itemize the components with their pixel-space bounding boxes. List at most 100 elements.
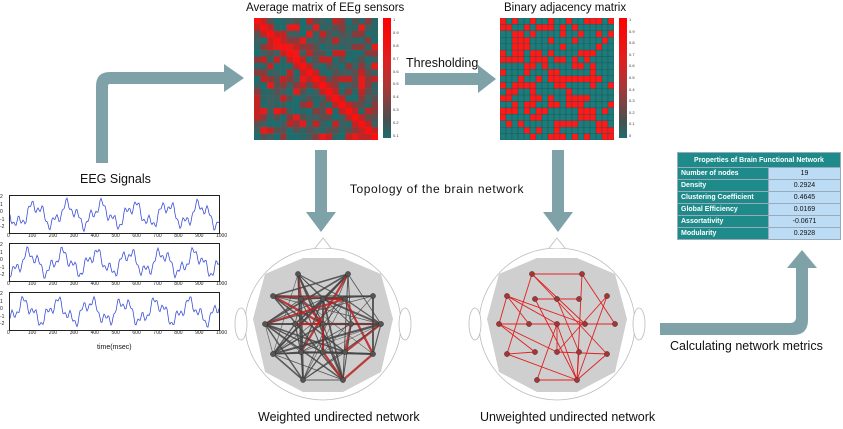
matrix-cell xyxy=(299,101,307,109)
matrix-cell xyxy=(517,18,525,25)
network-node xyxy=(574,377,580,383)
matrix-cell xyxy=(273,56,281,64)
matrix-cell xyxy=(293,43,300,51)
eeg-y-tick: -2 xyxy=(0,272,5,278)
matrix-cell xyxy=(595,127,603,134)
matrix-cell xyxy=(345,24,353,32)
matrix-cell xyxy=(547,88,555,96)
matrix-cell xyxy=(273,127,281,134)
matrix-cell xyxy=(571,62,579,70)
network-edge xyxy=(264,323,324,353)
eeg-x-tick: 900 xyxy=(195,330,204,336)
matrix-cell xyxy=(511,101,519,109)
matrix-cell xyxy=(345,127,353,134)
eeg-x-tick: 900 xyxy=(195,233,204,239)
matrix-cell xyxy=(541,43,549,51)
matrix-cell xyxy=(517,30,525,38)
matrix-cell xyxy=(338,30,346,38)
avg-matrix-colorbar xyxy=(383,18,391,138)
matrix-cell xyxy=(351,101,359,109)
property-value: 0.4645 xyxy=(768,191,841,204)
avg-matrix-title: Average matrix of EEg sensors xyxy=(246,2,405,14)
network-edge xyxy=(297,273,344,381)
matrix-cell xyxy=(529,127,537,134)
matrix-cell xyxy=(319,30,327,38)
matrix-cell xyxy=(583,88,591,96)
matrix-cell xyxy=(529,101,537,109)
matrix-cell xyxy=(541,62,549,70)
matrix-cell xyxy=(517,24,525,31)
property-name: Density xyxy=(677,179,769,192)
network-edge xyxy=(344,298,382,325)
matrix-cell xyxy=(565,133,573,140)
matrix-cell xyxy=(559,24,567,31)
matrix-cell xyxy=(332,37,340,44)
eeg-y-tick: 2 xyxy=(0,291,3,297)
matrix-cell xyxy=(589,127,597,134)
matrix-cell xyxy=(299,133,307,140)
matrix-cell xyxy=(541,69,549,76)
matrix-cell xyxy=(260,95,268,102)
matrix-cell xyxy=(286,50,294,57)
matrix-cell xyxy=(505,18,513,25)
down-arrow-unweighted xyxy=(543,150,573,232)
matrix-cell xyxy=(523,75,531,83)
network-node xyxy=(270,351,276,357)
matrix-cell xyxy=(559,94,567,102)
network-node xyxy=(300,377,306,383)
matrix-cell xyxy=(260,37,268,44)
matrix-cell xyxy=(553,101,561,109)
eeg-x-tick: 300 xyxy=(69,281,79,287)
property-name: Modularity xyxy=(677,227,769,240)
matrix-cell xyxy=(254,50,261,57)
matrix-cell xyxy=(607,18,614,25)
matrix-cell xyxy=(517,43,525,51)
matrix-cell xyxy=(260,62,268,70)
matrix-cell xyxy=(371,43,378,51)
matrix-cell xyxy=(523,69,531,76)
matrix-cell xyxy=(332,75,340,83)
matrix-cell xyxy=(565,37,573,44)
matrix-cell xyxy=(371,75,378,83)
matrix-cell xyxy=(535,56,543,64)
matrix-cell xyxy=(505,30,513,38)
matrix-cell xyxy=(293,127,300,134)
matrix-cell xyxy=(559,114,567,121)
matrix-cell xyxy=(345,133,353,140)
matrix-cell xyxy=(607,133,614,140)
matrix-cell xyxy=(358,43,366,51)
matrix-cell xyxy=(601,49,609,57)
matrix-cell xyxy=(547,49,555,57)
matrix-cell xyxy=(351,18,359,25)
matrix-cell xyxy=(286,95,294,102)
matrix-cell xyxy=(601,101,609,109)
colorbar-tick: 0.6 xyxy=(629,63,635,69)
matrix-cell xyxy=(364,18,372,25)
network-node xyxy=(378,321,384,327)
matrix-cell xyxy=(547,24,555,31)
matrix-cell xyxy=(325,133,333,140)
matrix-cell xyxy=(571,88,579,96)
matrix-cell xyxy=(325,107,333,115)
network-edge xyxy=(322,351,374,355)
network-edge xyxy=(272,298,346,355)
matrix-cell xyxy=(351,120,359,128)
eeg-x-tick: 800 xyxy=(174,281,183,287)
network-edge xyxy=(272,323,382,355)
weighted-network-label: Weighted undirected network xyxy=(258,410,420,424)
matrix-cell xyxy=(607,75,614,83)
property-value: 0.2924 xyxy=(768,179,841,192)
matrix-cell xyxy=(523,43,531,51)
binary-matrix-colorbar xyxy=(619,18,627,138)
network-node xyxy=(554,349,560,355)
matrix-cell xyxy=(553,18,561,25)
matrix-cell xyxy=(338,88,346,96)
matrix-cell xyxy=(260,43,268,51)
matrix-cell xyxy=(254,62,261,70)
matrix-cell xyxy=(267,88,274,96)
eeg-y-tick: 0 xyxy=(0,257,3,263)
matrix-cell xyxy=(583,24,591,31)
